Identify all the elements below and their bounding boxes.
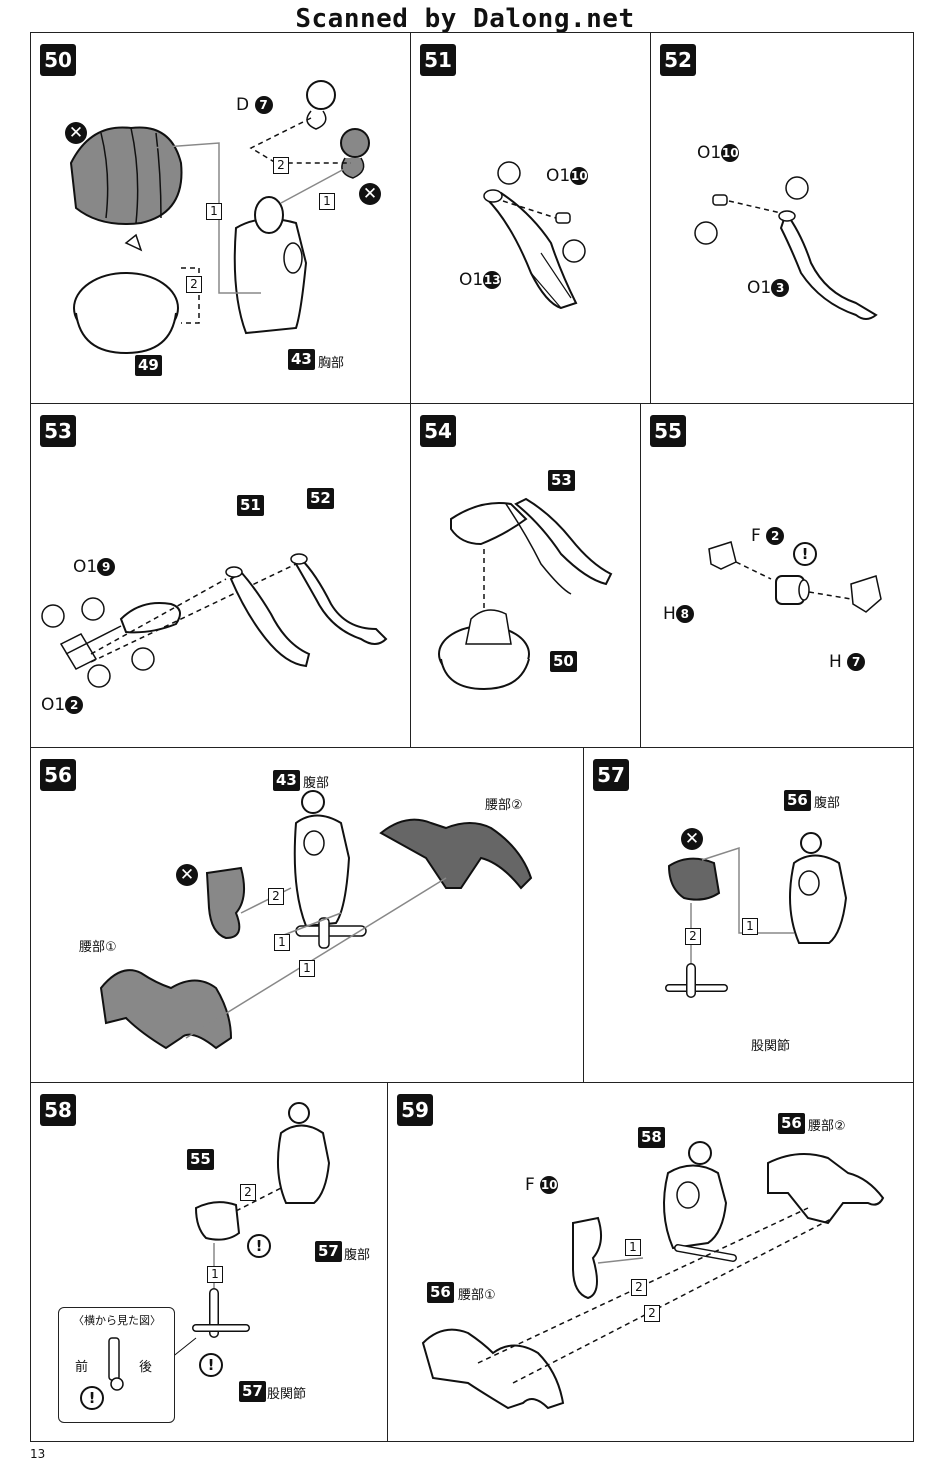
step-54-illustration bbox=[438, 497, 613, 691]
ref-57: 57 bbox=[315, 1241, 342, 1262]
step-58-illustration bbox=[170, 1102, 331, 1359]
step-number: 56 bbox=[40, 759, 76, 791]
sequence-marker: 2 bbox=[240, 1184, 256, 1201]
ref-53: 53 bbox=[548, 470, 575, 491]
step-number: 50 bbox=[40, 44, 76, 76]
front-label: 前 bbox=[75, 1360, 89, 1375]
waist-2-label: 腰部② bbox=[485, 798, 523, 813]
step-54-panel: 54 53 50 bbox=[410, 403, 641, 748]
hip-joint-label: 股関節 bbox=[267, 1387, 307, 1402]
no-sign-icon: ✕ bbox=[176, 864, 198, 886]
ref-51: 51 bbox=[237, 495, 264, 516]
sequence-marker: 2 bbox=[685, 928, 701, 945]
step-50-panel: 50 ✕ ✕ D 7 2 1 1 2 49 43 胸部 bbox=[30, 32, 411, 404]
abdomen-label: 腹部 bbox=[344, 1248, 371, 1263]
step-56-illustration bbox=[99, 790, 533, 1050]
ref-49: 49 bbox=[135, 355, 162, 376]
ref-56: 56 bbox=[427, 1282, 454, 1303]
step-55-illustration bbox=[708, 541, 882, 613]
step-59-illustration bbox=[421, 1141, 885, 1410]
no-sign-icon: ✕ bbox=[65, 122, 87, 144]
ref-55: 55 bbox=[187, 1149, 214, 1170]
step-number: 57 bbox=[593, 759, 629, 791]
step-50-illustration bbox=[69, 80, 370, 355]
waist-1-label: 腰部① bbox=[79, 940, 117, 955]
watermark-header: Scanned by Dalong.net bbox=[295, 4, 635, 34]
abdomen-label: 腹部 bbox=[303, 776, 330, 791]
step-number: 51 bbox=[420, 44, 456, 76]
sequence-marker: 1 bbox=[274, 934, 290, 951]
sequence-marker: 2 bbox=[186, 276, 202, 293]
ref-58: 58 bbox=[638, 1127, 665, 1148]
part-o1-13-label: O113 bbox=[459, 270, 502, 290]
sequence-marker: 1 bbox=[742, 918, 758, 935]
sequence-marker: 1 bbox=[625, 1239, 641, 1256]
sequence-marker: 2 bbox=[268, 888, 284, 905]
part-o1-10-label: O110 bbox=[697, 143, 740, 163]
sequence-marker: 2 bbox=[273, 157, 289, 174]
part-f-10-label: F 10 bbox=[525, 1175, 559, 1195]
sequence-marker: 1 bbox=[319, 193, 335, 210]
hip-joint-label: 股関節 bbox=[751, 1039, 791, 1054]
step-number: 59 bbox=[397, 1094, 433, 1126]
waist-1-label: 腰部① bbox=[458, 1288, 496, 1303]
chest-label: 胸部 bbox=[318, 356, 345, 371]
abdomen-label: 腹部 bbox=[814, 796, 841, 811]
step-number: 52 bbox=[660, 44, 696, 76]
sequence-marker: 2 bbox=[644, 1305, 660, 1322]
ref-52: 52 bbox=[307, 488, 334, 509]
sequence-marker: 2 bbox=[631, 1279, 647, 1296]
caution-icon: ! bbox=[793, 542, 817, 566]
side-view-inset: 〈横から見た図〉 前 後 ! bbox=[58, 1307, 175, 1423]
caution-icon: ! bbox=[80, 1386, 104, 1410]
no-sign-icon: ✕ bbox=[681, 828, 703, 850]
step-57-panel: 57 56 腹部 ✕ 1 2 股関節 bbox=[583, 747, 914, 1083]
sequence-marker: 1 bbox=[207, 1266, 223, 1283]
step-51-illustration bbox=[483, 161, 586, 310]
part-o1-10-label: O110 bbox=[546, 166, 589, 186]
step-number: 58 bbox=[40, 1094, 76, 1126]
step-52-illustration bbox=[694, 176, 878, 320]
sequence-marker: 1 bbox=[206, 203, 222, 220]
step-number: 53 bbox=[40, 415, 76, 447]
step-number: 55 bbox=[650, 415, 686, 447]
part-d-label: D 7 bbox=[236, 95, 273, 115]
sequence-marker: 1 bbox=[299, 960, 315, 977]
step-51-panel: 51 O110 O113 bbox=[410, 32, 651, 404]
ref-43: 43 bbox=[273, 770, 300, 791]
step-56-panel: 56 43 腹部 腰部② ✕ 2 1 1 腰部① bbox=[30, 747, 584, 1083]
part-f-2-label: F 2 bbox=[751, 526, 785, 546]
no-sign-icon: ✕ bbox=[359, 183, 381, 205]
step-53-illustration bbox=[41, 553, 388, 688]
ref-56: 56 bbox=[778, 1113, 805, 1134]
step-59-panel: 59 F 10 58 56 腰部② 1 2 2 56 腰部① bbox=[387, 1082, 914, 1442]
ref-43: 43 bbox=[288, 349, 315, 370]
caution-icon: ! bbox=[247, 1234, 271, 1258]
ref-50: 50 bbox=[550, 651, 577, 672]
step-number: 54 bbox=[420, 415, 456, 447]
inset-title: 〈横から見た図〉 bbox=[73, 1314, 161, 1327]
ref-57: 57 bbox=[239, 1381, 266, 1402]
caution-icon: ! bbox=[199, 1353, 223, 1377]
step-58-panel: 58 55 2 ! 57 腹部 1 ! 57 股関節 〈横から見た図〉 前 後 … bbox=[30, 1082, 388, 1442]
step-57-illustration bbox=[665, 832, 848, 998]
inset-illustration bbox=[108, 1337, 124, 1391]
ref-56: 56 bbox=[784, 790, 811, 811]
waist-2-label: 腰部② bbox=[808, 1119, 846, 1134]
back-label: 後 bbox=[139, 1360, 153, 1375]
page-number: 13 bbox=[30, 1447, 46, 1461]
part-h-7-label: H 7 bbox=[829, 652, 866, 672]
